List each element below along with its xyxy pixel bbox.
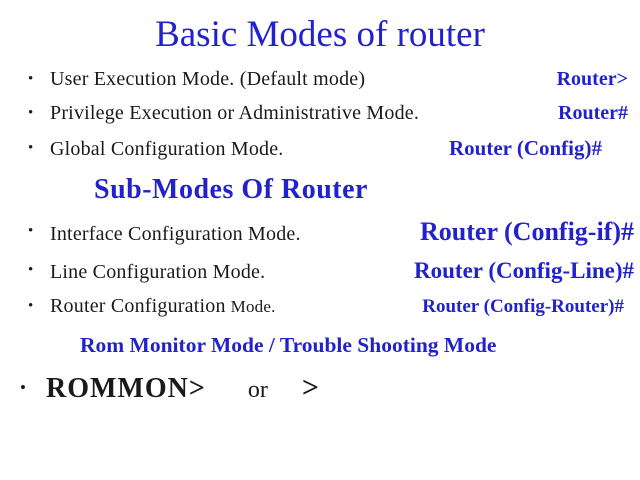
mode-command: Router (Config)# [448,135,602,160]
bullet-row-privilege-exec: • Privilege Execution or Administrative … [16,102,628,125]
mode-label: Global Configuration Mode. [50,137,284,160]
bullet-row-interface-config: • Interface Configuration Mode. Router (… [16,217,634,247]
mode-command: Router> [556,67,628,90]
bullet-row-global-config: • Global Configuration Mode. Router (Con… [16,136,628,161]
mode-label-suffix: Mode. [230,296,276,316]
mode-command: Router (Config-Line)# [414,257,634,283]
slide-body: • User Execution Mode. (Default mode) Ro… [0,68,640,405]
or-text: or [247,376,268,403]
mode-label: Privilege Execution or Administrative Mo… [50,101,420,124]
bullet-icon: • [28,297,34,314]
mode-label: Interface Configuration Mode. [50,222,301,245]
bullet-row-rommon: • ROMMON> or > [16,371,628,405]
sub-heading: Sub-Modes Of Router [94,173,368,205]
bullet-icon: • [20,377,26,397]
bullet-icon: • [28,262,34,279]
bullet-icon: • [28,104,34,121]
bullet-icon: • [28,223,34,240]
bullet-row-user-exec: • User Execution Mode. (Default mode) Ro… [16,68,628,91]
bullet-row-line-config: • Line Configuration Mode. Router (Confi… [16,258,634,284]
rommon-prompt: ROMMON> [46,372,206,404]
mode-label: User Execution Mode. (Default mode) [50,67,366,90]
mode-command: Router (Config-Router)# [422,295,624,317]
bullet-icon: • [28,70,34,87]
mode-command: Router# [558,101,628,124]
mode-label: Line Configuration Mode. [50,260,266,283]
rom-monitor-line: Rom Monitor Mode / Trouble Shooting Mode [80,332,497,357]
mode-command: Router (Config-if)# [420,216,634,246]
slide-title: Basic Modes of router [155,14,485,55]
alt-prompt: > [301,370,319,404]
mode-label-main: Router Configuration [50,294,226,317]
bullet-icon: • [28,139,34,156]
